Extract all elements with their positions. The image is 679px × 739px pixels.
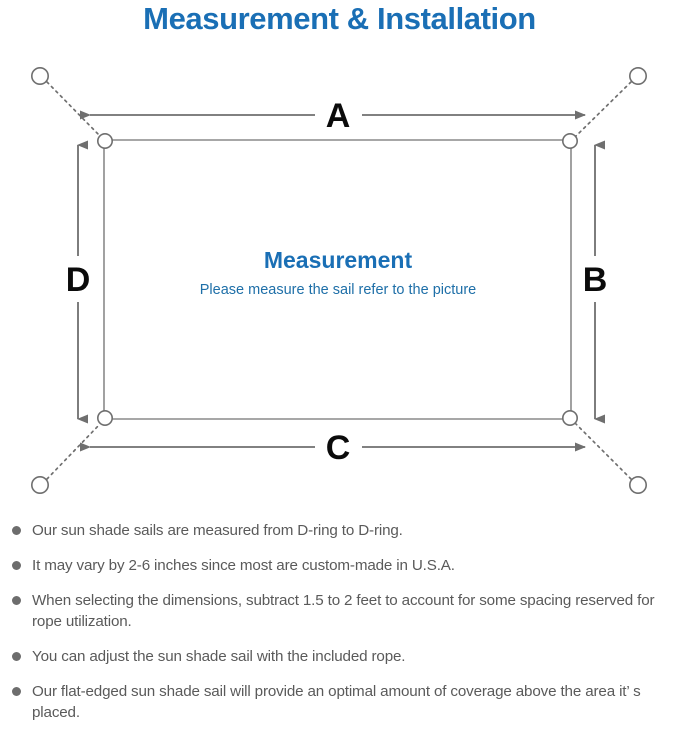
rope-top-right bbox=[575, 81, 632, 137]
bullet-icon bbox=[12, 596, 21, 605]
d-ring-top-left bbox=[97, 133, 114, 150]
sail-measurement-heading: Measurement bbox=[264, 247, 413, 273]
note-text: Our flat-edged sun shade sail will provi… bbox=[32, 683, 641, 721]
list-item: When selecting the dimensions, subtract … bbox=[0, 590, 679, 632]
list-item: Our flat-edged sun shade sail will provi… bbox=[0, 681, 679, 723]
rope-top-left bbox=[46, 81, 101, 137]
note-text: Our sun shade sails are measured from D-… bbox=[32, 522, 403, 539]
d-ring-bottom-left bbox=[97, 409, 114, 426]
bullet-icon bbox=[12, 652, 21, 661]
list-item: You can adjust the sun shade sail with t… bbox=[0, 646, 679, 667]
notes-list: Our sun shade sails are measured from D-… bbox=[0, 520, 679, 737]
sail-measurement-subtitle: Please measure the sail refer to the pic… bbox=[200, 282, 476, 298]
list-item: Our sun shade sails are measured from D-… bbox=[0, 520, 679, 541]
bullet-icon bbox=[12, 526, 21, 535]
anchor-point-bottom-right bbox=[628, 475, 647, 494]
sail-body bbox=[103, 139, 572, 420]
anchor-point-top-right bbox=[628, 66, 647, 85]
anchor-point-bottom-left bbox=[30, 475, 49, 494]
dimension-label-b: B bbox=[583, 261, 608, 299]
bullet-icon bbox=[12, 561, 21, 570]
page-title: Measurement & Installation bbox=[143, 1, 536, 36]
rope-bottom-right bbox=[575, 423, 632, 480]
d-ring-bottom-right bbox=[561, 409, 578, 426]
list-item: It may vary by 2-6 inches since most are… bbox=[0, 555, 679, 576]
dimension-label-a: A bbox=[326, 97, 351, 135]
note-text: You can adjust the sun shade sail with t… bbox=[32, 648, 406, 665]
dimension-label-c: C bbox=[326, 429, 351, 467]
rope-bottom-left bbox=[46, 423, 101, 480]
anchor-point-top-left bbox=[30, 66, 49, 85]
note-text: When selecting the dimensions, subtract … bbox=[32, 592, 655, 630]
dimension-label-d: D bbox=[66, 261, 91, 299]
note-text: It may vary by 2-6 inches since most are… bbox=[32, 557, 455, 574]
bullet-icon bbox=[12, 687, 21, 696]
d-ring-top-right bbox=[561, 133, 578, 150]
sail-measurement-diagram: A C D B Measurement Please measure the s… bbox=[0, 44, 679, 514]
